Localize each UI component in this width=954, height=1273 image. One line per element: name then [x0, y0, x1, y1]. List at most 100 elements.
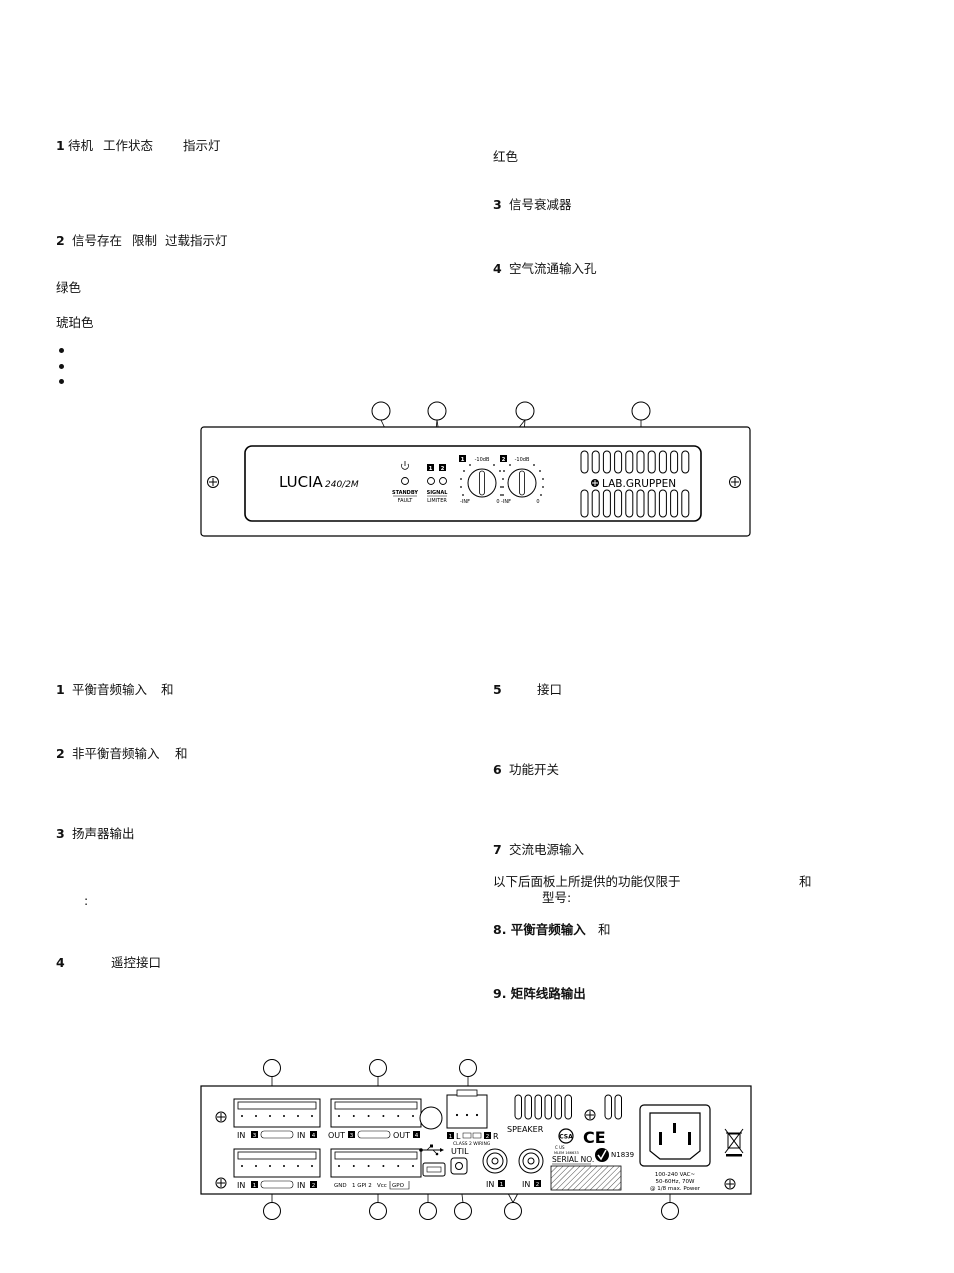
- rack-screw-icon: [584, 1109, 596, 1121]
- callout-circle: [371, 401, 391, 421]
- model-name: LUCIA: [279, 473, 323, 491]
- callout-circle: [459, 1059, 477, 1077]
- rear-item-3-label: 扬声器输出: [72, 826, 135, 841]
- att-ch1-badge: [459, 455, 466, 462]
- att-ch1-text: 1: [461, 457, 465, 463]
- signal-led-2: [439, 477, 447, 485]
- rear-item-6-label: 功能开关: [509, 762, 560, 777]
- callout-circle: [661, 1202, 679, 1220]
- callout-circle: [631, 401, 651, 421]
- speaker-output-connector[interactable]: [446, 1094, 488, 1129]
- rear-item-8-and: 和: [598, 922, 611, 937]
- rear-item-8-label: 8. 平衡音频输入: [493, 922, 586, 937]
- front-item-2-label2: 限制: [132, 233, 158, 248]
- spk-1-num: 1: [449, 1134, 453, 1140]
- out3-num: 3: [350, 1133, 354, 1139]
- signal-led-1: [427, 477, 435, 485]
- att1-db: -10dB: [475, 457, 490, 463]
- rca-in1-num: 1: [500, 1182, 504, 1188]
- power-icon: [401, 461, 409, 470]
- in2-num: 2: [312, 1183, 316, 1189]
- callout-circle: [427, 401, 447, 421]
- ch2-badge-text: 2: [441, 466, 445, 472]
- csa-text: CSA: [559, 1134, 573, 1141]
- att1-zero: 0: [496, 499, 499, 505]
- front-item-1-label: 待机: [68, 138, 94, 153]
- in3-num: 3: [253, 1133, 257, 1139]
- callout-circle: [504, 1202, 522, 1220]
- limiter-label: LIMITER: [427, 498, 447, 504]
- front-item-2-label3: 过载指示灯: [165, 233, 228, 248]
- power-rating-1: 100-240 VAC~: [655, 1172, 696, 1178]
- att2-inf: -INF: [501, 499, 511, 505]
- in2-label: IN: [297, 1181, 305, 1190]
- rear-item-1-num: 1: [56, 682, 65, 697]
- callout-circle: [419, 1202, 437, 1220]
- callout-circle: [454, 1202, 472, 1220]
- standby-led: [401, 477, 409, 485]
- rear-item-4-label: 遥控接口: [111, 955, 162, 970]
- n1839-label: N1839: [611, 1151, 634, 1159]
- rack-screw-icon: [729, 476, 741, 488]
- standby-label: STANDBY: [392, 490, 418, 496]
- rear-item-3-num: 3: [56, 826, 65, 841]
- in1-label: IN: [237, 1181, 245, 1190]
- green-label: 绿色: [56, 280, 82, 295]
- front-item-1-label3: 指示灯: [183, 138, 221, 153]
- rear-panel-diagram: IN 3 IN 4 OUT 3 OUT 4 IN 1 IN 2 GND 1 GP…: [200, 1059, 752, 1220]
- output-3-4-connector[interactable]: [330, 1098, 422, 1128]
- att2-db: -10dB: [515, 457, 530, 463]
- ch2-badge: [439, 464, 446, 471]
- power-rating-3: @ 1/8 max. Power: [650, 1186, 701, 1192]
- amber-label: 琥珀色: [56, 315, 94, 330]
- usb-icon: [419, 1144, 444, 1156]
- callout-circle: [263, 1202, 281, 1220]
- rear-item-6-num: 6: [493, 762, 502, 777]
- ctick-mark-icon: [595, 1148, 609, 1162]
- rca-input-1[interactable]: [482, 1148, 508, 1174]
- csa-mark-icon: CSA: [558, 1128, 574, 1144]
- callout-circle: [515, 401, 535, 421]
- rear-item-7-label: 交流电源输入: [509, 842, 585, 857]
- in1-num: 1: [253, 1183, 257, 1189]
- weee-bin-icon: [724, 1128, 744, 1157]
- balanced-input-1-2-connector[interactable]: [233, 1148, 321, 1178]
- front-panel-diagram: LUCIA 240/2M STANDBY FAULT 1 2 SIGNAL LI…: [200, 401, 751, 537]
- lab-gruppen-logo-icon: [591, 479, 599, 487]
- callout-circle: [369, 1059, 387, 1077]
- rca-in1-label: IN: [486, 1180, 494, 1189]
- front-item-4-label: 空气流通输入孔: [509, 261, 597, 276]
- speaker-label: SPEAKER: [507, 1125, 544, 1134]
- front-item-1-num: 1: [56, 138, 65, 153]
- air-vents: [514, 1094, 622, 1120]
- front-item-1-label2: 工作状态: [103, 138, 154, 153]
- in4-label: IN: [297, 1131, 305, 1140]
- att-ch2-text: 2: [502, 457, 506, 463]
- in3-label: IN: [237, 1131, 245, 1140]
- in4-num: 4: [312, 1133, 316, 1139]
- rear-item-2-and: 和: [175, 746, 188, 761]
- rear-item-3-colon: :: [84, 893, 89, 908]
- balanced-input-3-4-connector[interactable]: [233, 1098, 321, 1128]
- speaker-l-label: L: [456, 1132, 461, 1141]
- out3-label: OUT: [328, 1131, 345, 1140]
- csa-number: MLEM 166633: [554, 1151, 579, 1155]
- rca-input-2[interactable]: [518, 1148, 544, 1174]
- att2-zero: 0: [536, 499, 539, 505]
- att-ch2-badge: [500, 455, 507, 462]
- rack-screw-icon: [724, 1178, 736, 1190]
- blank-plate: [419, 1106, 443, 1130]
- rack-screw-icon: [215, 1111, 227, 1123]
- signal-label: SIGNAL: [427, 490, 449, 496]
- front-item-2-num: 2: [56, 233, 65, 248]
- speaker-r-label: R: [493, 1132, 499, 1141]
- remote-interface-connector[interactable]: [330, 1148, 422, 1178]
- callout-circle: [369, 1202, 387, 1220]
- ce-mark: CE: [583, 1128, 606, 1147]
- serial-label: SERIAL NO.: [552, 1155, 594, 1164]
- class2-label: CLASS 2 WIRING: [453, 1141, 491, 1147]
- rear-item-1-and: 和: [161, 682, 174, 697]
- bullet-dot: [59, 364, 64, 369]
- rear-note-line2: 型号:: [542, 890, 572, 905]
- rca-in2-num: 2: [536, 1182, 540, 1188]
